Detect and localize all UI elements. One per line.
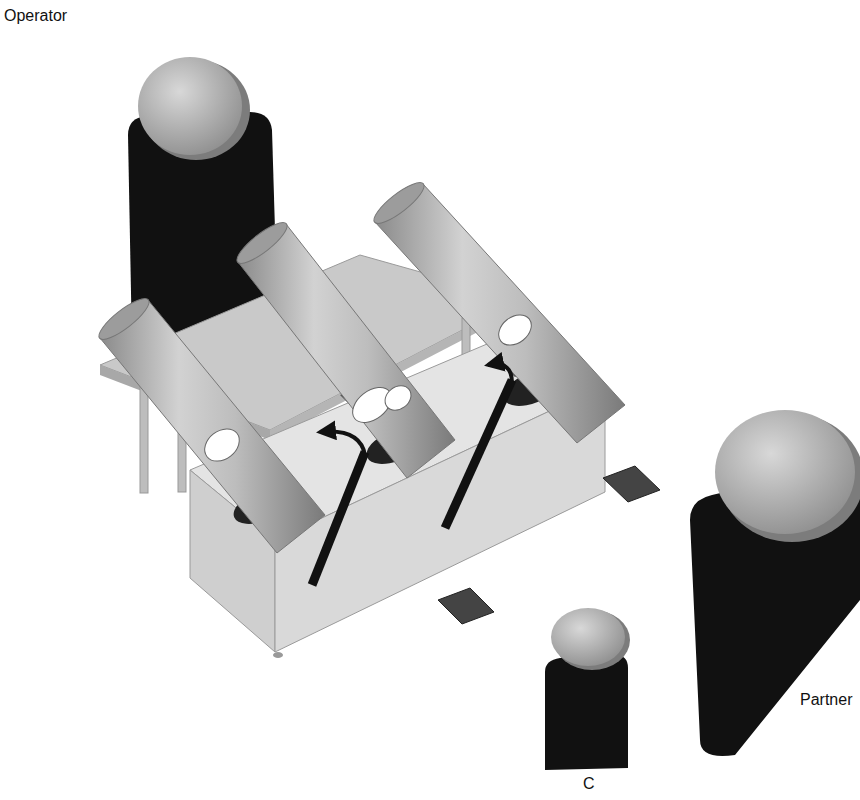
person-label: C <box>583 774 595 793</box>
child-figure <box>545 608 630 770</box>
floor-square <box>438 466 660 624</box>
person-label: Operator <box>4 6 67 25</box>
pushing-stick <box>312 364 512 585</box>
partner-figure <box>690 410 860 756</box>
tube <box>94 293 325 553</box>
person-label: Partner <box>800 690 852 709</box>
